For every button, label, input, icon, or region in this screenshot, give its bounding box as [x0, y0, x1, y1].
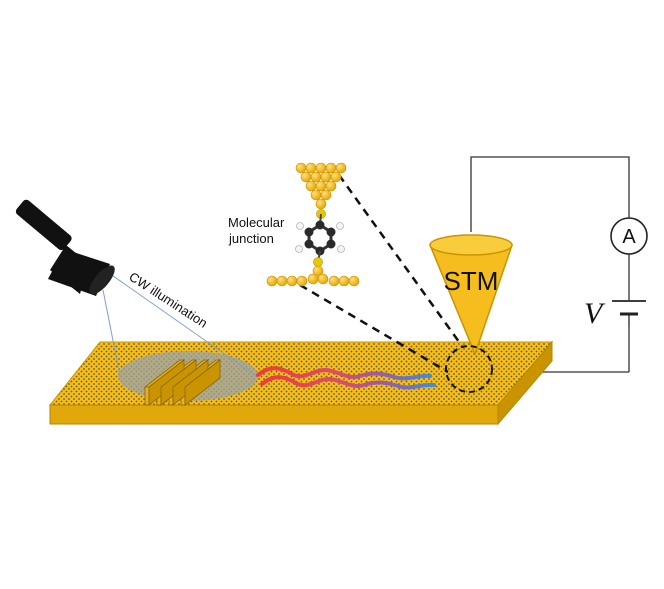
molecular-label-line2: junction: [228, 231, 274, 246]
molecular-label-line1: Molecular: [228, 215, 285, 230]
ammeter-label: A: [622, 226, 636, 248]
junction-highlight: [445, 345, 493, 393]
stm-tip-label: STM: [444, 266, 499, 296]
upper-electrode-atoms: [295, 162, 347, 210]
plasmon-waves: [256, 366, 436, 390]
ammeter-icon: A: [610, 217, 648, 255]
benzene-molecule: [295, 213, 345, 263]
circuit-wires: [470, 156, 630, 373]
illumination-beam: [102, 270, 257, 377]
stm-tip: STM: [428, 234, 514, 357]
battery-icon: [612, 300, 646, 326]
zoom-lines: [299, 174, 464, 374]
grating-coupler: [143, 359, 222, 406]
voltage-label: V: [584, 297, 606, 330]
molecular-junction: [266, 162, 360, 287]
lower-electrode-atoms: [266, 265, 360, 287]
illumination-label: CW illumination: [126, 269, 210, 331]
flashlight-icon: [15, 199, 115, 296]
